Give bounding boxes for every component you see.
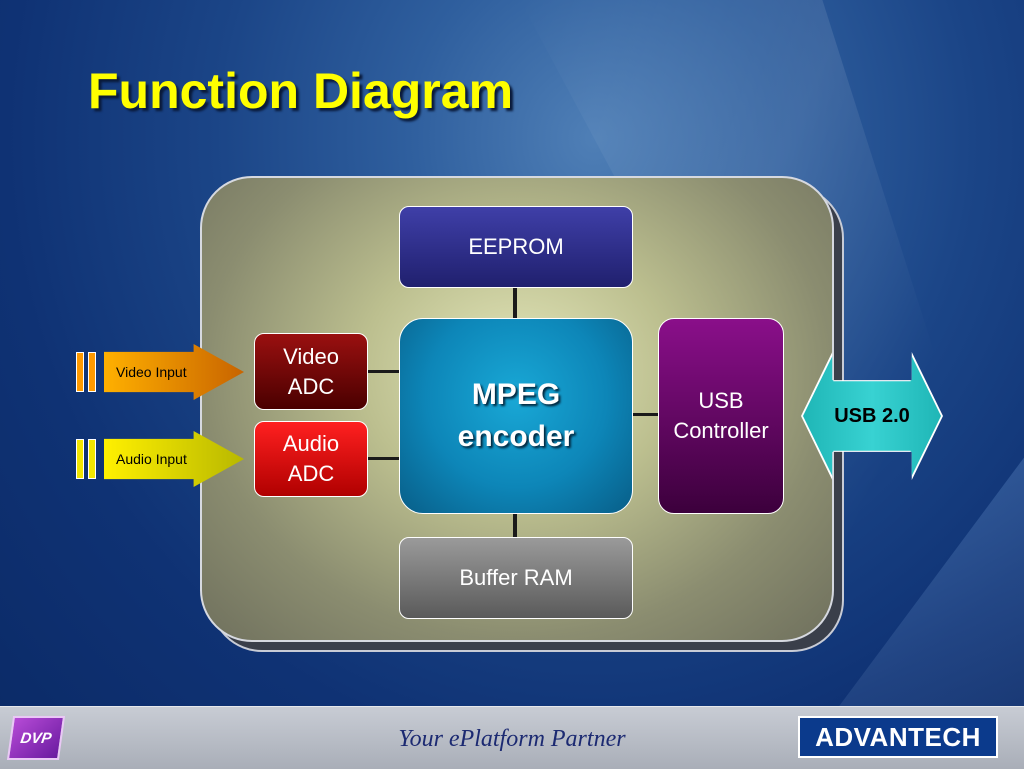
footer-tagline: Your ePlatform Partner xyxy=(398,726,626,752)
buffer-ram-block: Buffer RAM xyxy=(399,537,633,619)
audio-input-label: Audio Input xyxy=(116,451,187,467)
video-input-label: Video Input xyxy=(116,364,187,380)
audio-adc-label-line2: ADC xyxy=(287,461,335,486)
video-connector-bar-2 xyxy=(88,352,96,392)
wire-videoadc-mpeg xyxy=(368,370,399,373)
usb-controller-label-line2: Controller xyxy=(673,418,769,443)
audio-connector-bar-2 xyxy=(88,439,96,479)
wire-audioadc-mpeg xyxy=(368,457,399,460)
audio-connector-bar-1 xyxy=(76,439,84,479)
video-adc-label-line1: Video xyxy=(283,343,339,369)
eeprom-label: EEPROM xyxy=(468,234,564,259)
wire-mpeg-buffer xyxy=(513,514,517,537)
usb-interface-label: USB 2.0 xyxy=(834,404,910,427)
mpeg-encoder-block: MPEG encoder xyxy=(399,318,633,514)
usb-controller-block: USB Controller xyxy=(658,318,784,514)
audio-adc-label-line1: Audio xyxy=(282,431,340,456)
advantech-logo-text: ADVANTECH xyxy=(815,721,981,752)
advantech-logo: ADVANTECH xyxy=(798,716,998,758)
eeprom-block: EEPROM xyxy=(399,206,633,288)
wire-mpeg-usbcontroller xyxy=(633,413,658,416)
audio-adc-block: Audio ADC xyxy=(254,421,368,497)
wire-eeprom-mpeg xyxy=(513,288,517,318)
video-connector-bar-1 xyxy=(76,352,84,392)
buffer-ram-label: Buffer RAM xyxy=(459,565,573,590)
mpeg-label-line2: encoder xyxy=(457,420,575,453)
mpeg-label-line1: MPEG xyxy=(471,378,561,411)
slide-title: Function Diagram xyxy=(88,63,514,119)
usb-controller-label-line1: USB xyxy=(698,388,744,413)
video-adc-block: Video ADC xyxy=(254,333,368,410)
video-adc-label-line2: ADC xyxy=(287,373,335,399)
